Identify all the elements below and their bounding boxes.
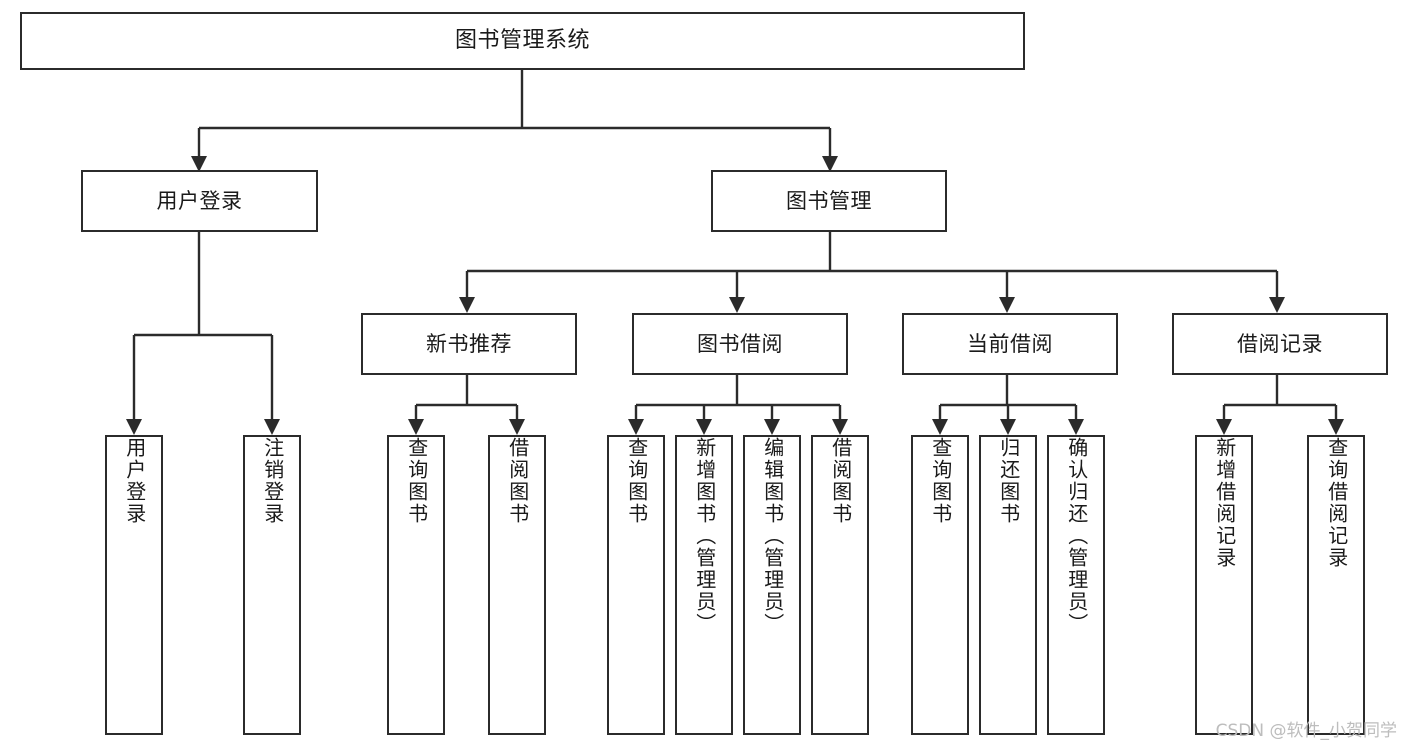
arrow-book-mgmt-child-1: [459, 297, 475, 313]
leaf-label: 查询图书: [928, 437, 953, 525]
node-current-borrow[interactable]: 当前借阅: [902, 313, 1118, 375]
leaf-label: 归还图书: [996, 437, 1021, 525]
node-new-book-recommend-label: 新书推荐: [426, 331, 512, 356]
leaf-new-book-query[interactable]: 查询图书: [387, 435, 445, 735]
leaf-label: 新增借阅记录: [1212, 437, 1237, 569]
leaf-label: 查询图书: [624, 437, 649, 525]
leaf-label: 确认归还（管理员）: [1064, 437, 1089, 635]
leaf-label: 注销登录: [260, 437, 285, 525]
node-book-management[interactable]: 图书管理: [711, 170, 947, 232]
arrow-book-mgmt-child-2: [729, 297, 745, 313]
node-book-borrow-label: 图书借阅: [697, 331, 783, 356]
leaf-label: 用户登录: [122, 437, 147, 525]
arrow-book-mgmt-child-4: [1269, 297, 1285, 313]
node-book-borrow[interactable]: 图书借阅: [632, 313, 848, 375]
node-user-login-label: 用户登录: [156, 188, 243, 213]
leaf-user-login-login[interactable]: 用户登录: [105, 435, 163, 735]
node-borrow-record-label: 借阅记录: [1237, 331, 1323, 356]
node-root-label: 图书管理系统: [454, 28, 590, 53]
leaf-label: 新增图书（管理员）: [692, 437, 717, 635]
arrow-user-login-child-2: [264, 419, 280, 435]
arrow-borrow-record-leaf-2: [1328, 419, 1344, 435]
arrow-book-borrow-leaf-2: [696, 419, 712, 435]
leaf-label: 借阅图书: [828, 437, 853, 525]
leaf-new-book-borrow[interactable]: 借阅图书: [488, 435, 546, 735]
arrow-user-login-child-1: [126, 419, 142, 435]
arrow-book-borrow-leaf-4: [832, 419, 848, 435]
arrow-book-borrow-leaf-3: [764, 419, 780, 435]
leaf-user-login-logout[interactable]: 注销登录: [243, 435, 301, 735]
leaf-book-borrow-edit[interactable]: 编辑图书（管理员）: [743, 435, 801, 735]
leaf-borrow-record-query[interactable]: 查询借阅记录: [1307, 435, 1365, 735]
leaf-current-borrow-query[interactable]: 查询图书: [911, 435, 969, 735]
leaf-book-borrow-borrow[interactable]: 借阅图书: [811, 435, 869, 735]
leaf-label: 查询借阅记录: [1324, 437, 1349, 569]
leaf-current-borrow-confirm-return[interactable]: 确认归还（管理员）: [1047, 435, 1105, 735]
watermark: CSDN @软件_小贺同学: [1215, 721, 1397, 741]
node-borrow-record[interactable]: 借阅记录: [1172, 313, 1388, 375]
arrow-borrow-record-leaf-1: [1216, 419, 1232, 435]
leaf-label: 查询图书: [404, 437, 429, 525]
arrow-current-borrow-leaf-3: [1068, 419, 1084, 435]
arrow-new-book-leaf-1: [408, 419, 424, 435]
arrow-book-borrow-leaf-1: [628, 419, 644, 435]
node-current-borrow-label: 当前借阅: [967, 331, 1053, 356]
arrow-current-borrow-leaf-2: [1000, 419, 1016, 435]
leaf-label: 编辑图书（管理员）: [760, 437, 785, 635]
leaf-borrow-record-add[interactable]: 新增借阅记录: [1195, 435, 1253, 735]
arrow-book-mgmt-child-3: [999, 297, 1015, 313]
leaf-book-borrow-query[interactable]: 查询图书: [607, 435, 665, 735]
arrow-current-borrow-leaf-1: [932, 419, 948, 435]
leaf-book-borrow-add[interactable]: 新增图书（管理员）: [675, 435, 733, 735]
node-root[interactable]: 图书管理系统: [20, 12, 1025, 70]
node-book-management-label: 图书管理: [786, 188, 872, 213]
leaf-current-borrow-return[interactable]: 归还图书: [979, 435, 1037, 735]
leaf-label: 借阅图书: [505, 437, 530, 525]
node-user-login[interactable]: 用户登录: [81, 170, 318, 232]
node-new-book-recommend[interactable]: 新书推荐: [361, 313, 577, 375]
arrow-new-book-leaf-2: [509, 419, 525, 435]
